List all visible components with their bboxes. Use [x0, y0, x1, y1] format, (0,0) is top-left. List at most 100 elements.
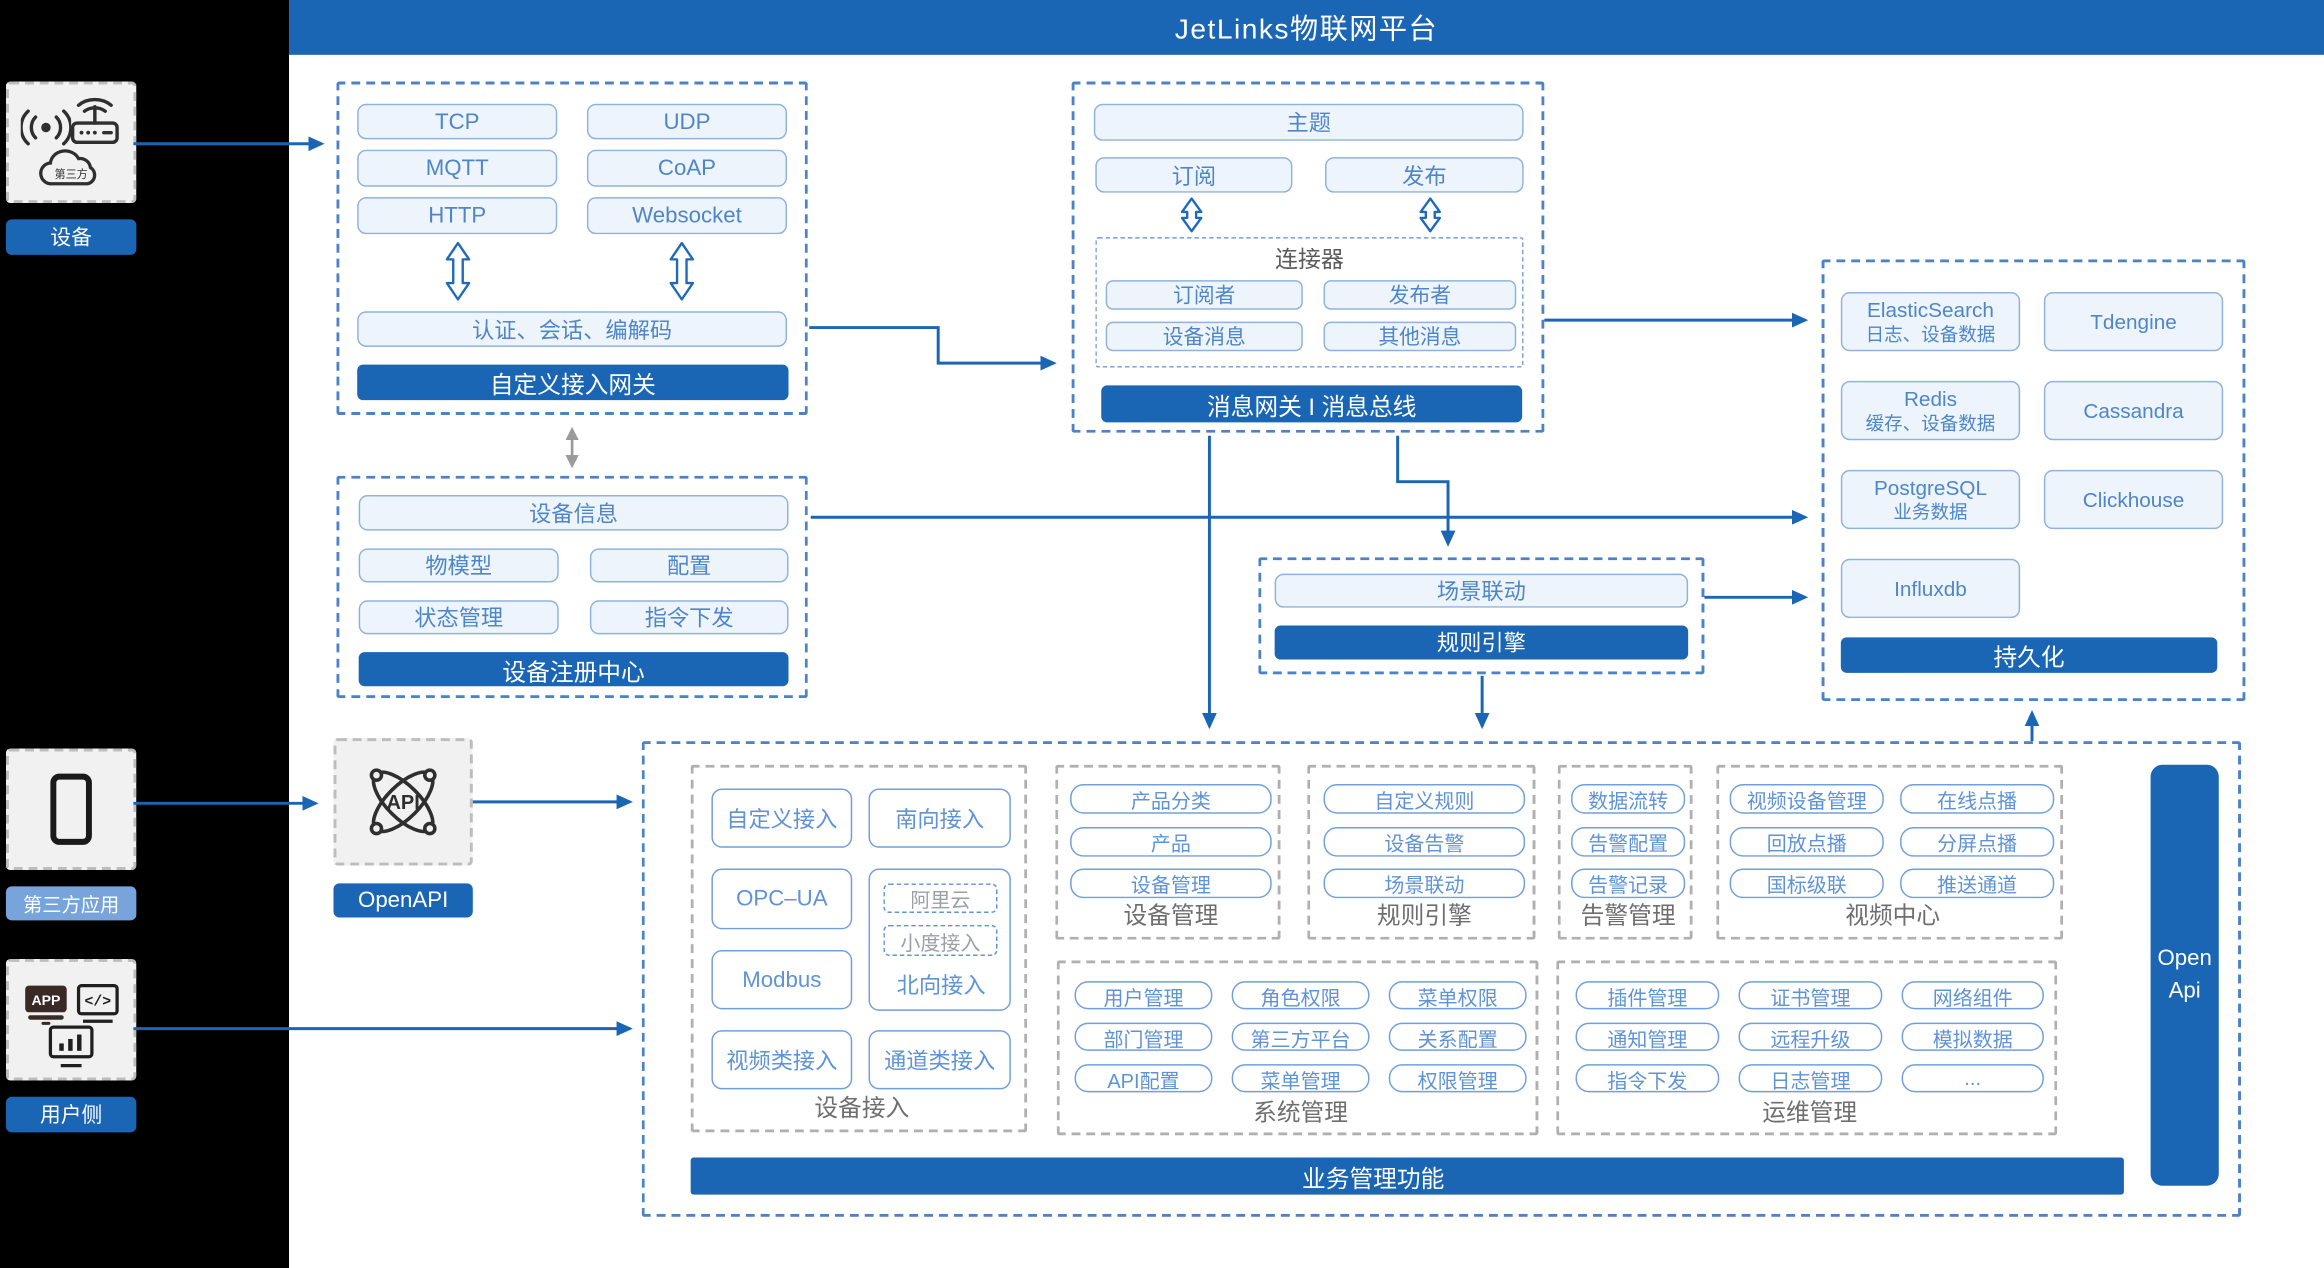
subscriber-cell: 订阅者: [1105, 280, 1303, 310]
ops-mgmt-label: 运维管理: [1762, 1101, 1858, 1127]
other-msg-cell: 其他消息: [1323, 321, 1517, 352]
router-icon: [65, 93, 124, 149]
system-cell: 权限管理: [1388, 1064, 1527, 1093]
ops-cell: 指令下发: [1575, 1064, 1720, 1093]
ops-cell: ...: [1901, 1064, 2044, 1093]
video-grid: 视频设备管理在线点播回放点播分屏点播国标级联推送通道: [1729, 784, 2056, 899]
scene-rule-box: [1258, 557, 1705, 675]
device-registry-bar: 设备注册中心: [358, 652, 789, 687]
device-msg-cell: 设备消息: [1105, 321, 1303, 352]
ops-cell: 日志管理: [1738, 1064, 1883, 1093]
device-icons-box: 第三方: [5, 81, 137, 204]
code-icon: </>: [74, 983, 121, 1027]
persistence-cell: Clickhouse: [2043, 469, 2224, 530]
persistence-bar: 持久化: [1840, 637, 2218, 673]
command-cell: 指令下发: [589, 600, 789, 635]
thing-model-cell: 物模型: [358, 548, 559, 583]
device-mgmt-cell: 设备管理: [1070, 868, 1272, 899]
publish-cell: 发布: [1325, 157, 1524, 193]
system-mgmt-label: 系统管理: [1253, 1101, 1349, 1127]
state-mgmt-cell: 状态管理: [358, 600, 559, 635]
system-cell: 菜单权限: [1388, 981, 1527, 1010]
channel-access-cell: 通道类接入: [868, 1030, 1011, 1090]
ops-cell: 远程升级: [1738, 1022, 1883, 1051]
phone-icon: [49, 772, 93, 846]
persistence-box: [1821, 259, 2246, 702]
rule-engine-cell: 自定义规则: [1323, 784, 1526, 814]
protocol-mqtt: MQTT: [357, 149, 558, 187]
video-cell: 视频设备管理: [1729, 784, 1884, 814]
rule-engine-label: 规则引擎: [1376, 904, 1472, 930]
alarm-cell: 告警配置: [1571, 826, 1686, 856]
south-access-cell: 南向接入: [868, 788, 1011, 848]
message-gateway-bar: 消息网关 I 消息总线: [1101, 385, 1523, 423]
persistence-cell: Influxdb: [1840, 558, 2021, 619]
header-bar: JetLinks物联网平台: [289, 0, 2324, 55]
alarm-cell: 告警记录: [1571, 868, 1686, 899]
system-cell: API配置: [1074, 1064, 1213, 1093]
signal-icon: [20, 102, 72, 152]
third-party-cloud-icon: 第三方: [34, 144, 108, 194]
alarm-mgmt-box: 数据流转告警配置告警记录 告警管理: [1557, 764, 1693, 940]
business-functions-box: [641, 741, 2241, 1217]
publisher-cell: 发布者: [1323, 280, 1517, 310]
video-cell: 回放点播: [1729, 826, 1884, 856]
north-access-label: 北向接入: [896, 973, 986, 999]
sidebar-label-third-party: 第三方应用: [5, 886, 137, 921]
connector-title: 连接器: [1274, 247, 1344, 273]
alarm-grid: 数据流转告警配置告警记录: [1571, 784, 1686, 899]
openapi-icon-box: API: [333, 738, 473, 866]
topic-cell: 主题: [1093, 103, 1524, 141]
rule-engine-cell: 设备告警: [1323, 826, 1526, 856]
alarm-cell: 数据流转: [1571, 784, 1686, 814]
device-access-box: 自定义接入 南向接入 OPC–UA 阿里云 小度接入 北向接入 Modbus 视…: [690, 764, 1028, 1133]
video-cell: 推送通道: [1900, 868, 2055, 899]
persistence-cell: Cassandra: [2043, 380, 2224, 441]
opcua-cell: OPC–UA: [711, 868, 853, 930]
xiaodu-cell: 小度接入: [883, 924, 998, 956]
business-functions-bar: 业务管理功能: [690, 1157, 2124, 1195]
sidebar-label-device: 设备: [5, 219, 137, 255]
device-access-label: 设备接入: [814, 1096, 910, 1122]
video-center-label: 视频中心: [1845, 904, 1941, 930]
ops-mgmt-box: 插件管理证书管理网络组件通知管理远程升级模拟数据指令下发日志管理... 运维管理: [1556, 960, 2058, 1136]
custom-access-cell: 自定义接入: [711, 788, 853, 848]
user-side-icons-box: APP </>: [5, 958, 137, 1081]
device-mgmt-box: 产品分类产品设备管理 设备管理: [1055, 764, 1281, 940]
protocol-http: HTTP: [357, 197, 558, 235]
page-title: JetLinks物联网平台: [1174, 14, 1439, 46]
system-cell: 菜单管理: [1231, 1064, 1370, 1093]
config-cell: 配置: [589, 548, 789, 583]
persistence-cell: Tdengine: [2043, 291, 2224, 352]
protocol-websocket: Websocket: [586, 197, 788, 235]
north-access-cell: 阿里云 小度接入 北向接入: [868, 868, 1011, 1011]
custom-gateway-box: [336, 81, 808, 415]
scene-linkage-cell: 场景联动: [1274, 573, 1689, 608]
open-api-vertical-bar: Open Api: [2150, 764, 2219, 1186]
system-cell: 用户管理: [1074, 981, 1213, 1010]
protocol-udp: UDP: [586, 103, 788, 140]
protocol-tcp: TCP: [357, 103, 558, 140]
device-mgmt-grid: 产品分类产品设备管理: [1070, 784, 1272, 899]
subscribe-cell: 订阅: [1095, 157, 1293, 193]
modbus-cell: Modbus: [711, 950, 853, 1010]
device-label-text: 设备: [50, 225, 92, 249]
rule-engine-box: 自定义规则设备告警场景联动 规则引擎: [1307, 764, 1536, 940]
aliyun-cell: 阿里云: [883, 883, 998, 913]
openapi-label-bar: OpenAPI: [333, 883, 473, 918]
video-cell: 国标级联: [1729, 868, 1884, 899]
device-registry-box: [336, 475, 808, 699]
custom-gateway-bar: 自定义接入网关: [357, 364, 789, 401]
device-info-cell: 设备信息: [358, 495, 789, 531]
sidebar-label-user: 用户侧: [5, 1096, 137, 1133]
message-bus-box: [1071, 81, 1545, 433]
device-mgmt-label: 设备管理: [1123, 904, 1219, 930]
video-cell: 分屏点播: [1900, 826, 2055, 856]
